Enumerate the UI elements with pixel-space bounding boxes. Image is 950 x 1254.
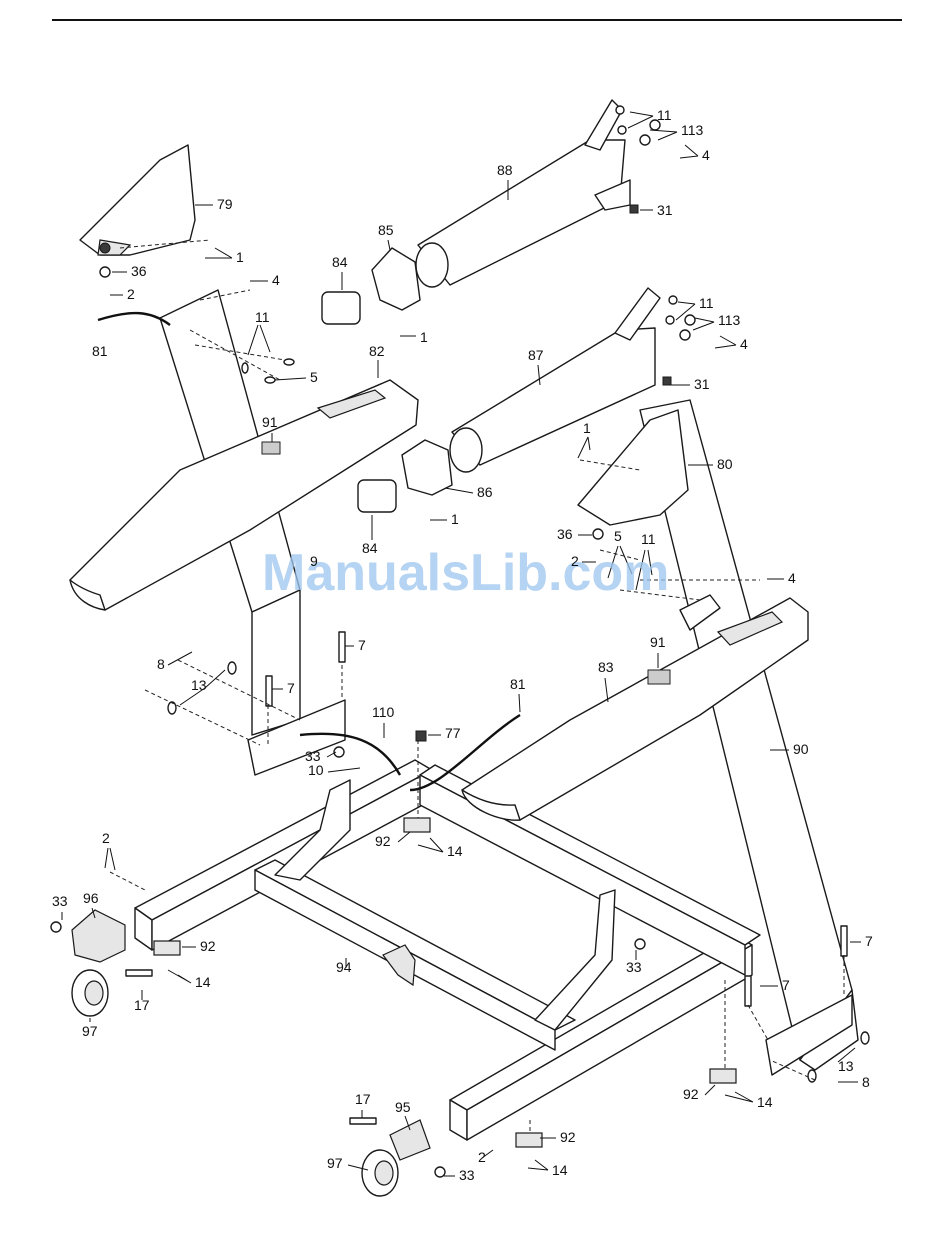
- callout-14: 14: [195, 974, 211, 990]
- callout-84: 84: [332, 254, 348, 270]
- callout-4: 4: [702, 147, 710, 163]
- callout-95: 95: [395, 1099, 411, 1115]
- callout-17: 17: [355, 1091, 371, 1107]
- callout-2: 2: [102, 830, 110, 846]
- endcap-84-upper: [322, 292, 360, 324]
- endcap-86: [402, 440, 452, 495]
- wheel-bracket-95: [390, 1120, 430, 1160]
- callout-5: 5: [614, 528, 622, 544]
- leveler-pad-92a: [404, 818, 430, 832]
- callout-87: 87: [528, 347, 544, 363]
- callout-113: 113: [718, 312, 741, 328]
- callout-14: 14: [552, 1162, 568, 1178]
- callout-113: 113: [681, 122, 704, 138]
- callout-4: 4: [740, 336, 748, 352]
- callout-1: 1: [583, 420, 591, 436]
- callout-31: 31: [694, 376, 710, 392]
- callout-11: 11: [657, 107, 672, 123]
- shroud-79: [80, 145, 195, 255]
- wheel-bracket-96: [72, 910, 125, 962]
- callout-17: 17: [134, 997, 150, 1013]
- callout-11: 11: [699, 295, 714, 311]
- callout-86: 86: [477, 484, 493, 500]
- callout-92: 92: [683, 1086, 699, 1102]
- callout-13: 13: [191, 677, 207, 693]
- callout-36: 36: [557, 526, 573, 542]
- callout-31: 31: [657, 202, 673, 218]
- callout-97: 97: [327, 1155, 343, 1171]
- leveler-pad-92d: [516, 1133, 542, 1147]
- callout-7: 7: [782, 977, 790, 993]
- callout-8: 8: [157, 656, 165, 672]
- callout-7: 7: [287, 680, 295, 696]
- callout-11: 11: [255, 309, 270, 325]
- callout-79: 79: [217, 196, 233, 212]
- base-frame: [135, 760, 760, 1140]
- callout-85: 85: [378, 222, 394, 238]
- callout-83: 83: [598, 659, 614, 675]
- callout-9: 9: [310, 553, 318, 569]
- callout-33: 33: [52, 893, 68, 909]
- callout-2: 2: [478, 1149, 486, 1165]
- callout-36: 36: [131, 263, 147, 279]
- callout-33: 33: [626, 959, 642, 975]
- callout-1: 1: [451, 511, 459, 527]
- callout-96: 96: [83, 890, 99, 906]
- callout-2: 2: [127, 286, 135, 302]
- callout-7: 7: [358, 637, 366, 653]
- callout-4: 4: [788, 570, 796, 586]
- callout-81: 81: [510, 676, 526, 692]
- callout-4: 4: [272, 272, 280, 288]
- callout-11: 11: [641, 531, 656, 547]
- callout-82: 82: [369, 343, 385, 359]
- wheel-97-right: [362, 1150, 398, 1196]
- callout-88: 88: [497, 162, 513, 178]
- callout-97: 97: [82, 1023, 98, 1039]
- callout-110: 110: [372, 704, 395, 720]
- callout-10: 10: [308, 762, 324, 778]
- callout-1: 1: [420, 329, 428, 345]
- callout-14: 14: [447, 843, 463, 859]
- callout-8: 8: [862, 1074, 870, 1090]
- wheel-97-left: [72, 970, 108, 1016]
- callout-94: 94: [336, 959, 352, 975]
- callout-91: 91: [262, 414, 278, 430]
- watermark-text: ManualsLib.com: [262, 544, 669, 602]
- callout-84: 84: [362, 540, 378, 556]
- callout-14: 14: [757, 1094, 773, 1110]
- callout-92: 92: [560, 1129, 576, 1145]
- callout-80: 80: [717, 456, 733, 472]
- callout-81: 81: [92, 343, 108, 359]
- leveler-pad-92c: [710, 1069, 736, 1083]
- wire-81-upper: [98, 313, 170, 325]
- callout-91: 91: [650, 634, 666, 650]
- callout-77: 77: [445, 725, 461, 741]
- callout-5: 5: [310, 369, 318, 385]
- endcap-84-lower: [358, 480, 396, 512]
- callout-1: 1: [236, 249, 244, 265]
- callout-33: 33: [459, 1167, 475, 1183]
- callout-13: 13: [838, 1058, 854, 1074]
- callout-92: 92: [200, 938, 216, 954]
- leveler-pad-92b: [154, 941, 180, 955]
- endcap-85: [372, 248, 420, 310]
- callout-7: 7: [865, 933, 873, 949]
- callout-92: 92: [375, 833, 391, 849]
- tube-88: [416, 100, 630, 287]
- callout-2: 2: [571, 553, 579, 569]
- callout-90: 90: [793, 741, 809, 757]
